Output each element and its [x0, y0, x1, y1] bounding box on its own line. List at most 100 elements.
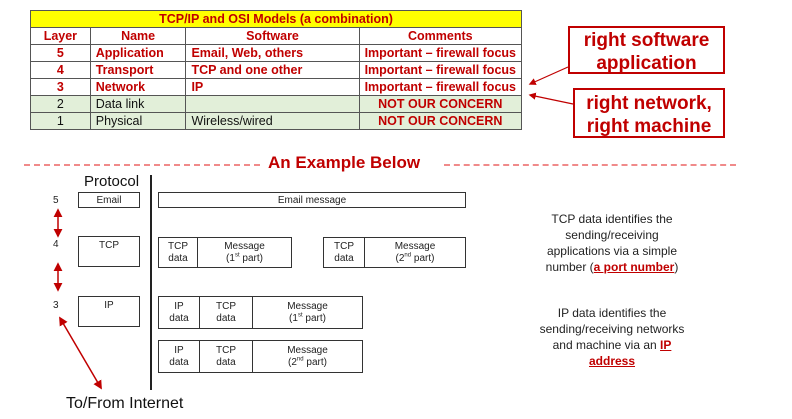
row-software: Email, Web, others — [185, 44, 360, 62]
part-label: part) — [302, 312, 326, 324]
row-layer: 5 — [30, 44, 91, 62]
part-ordinal: st — [234, 252, 240, 259]
row-comment: Important – firewall focus — [358, 78, 523, 96]
ip-label: IP — [174, 300, 184, 312]
row-software: Wireless/wired — [185, 112, 360, 130]
table-row: 2 Data link NOT OUR CONCERN — [30, 95, 523, 113]
ip-address-highlight: IP — [660, 338, 672, 352]
email-message-box: Email message — [158, 192, 466, 208]
note-line: sending/receiving networks — [539, 322, 685, 336]
message-label: Message — [287, 344, 328, 356]
message-cell: Message(1st part) — [198, 238, 291, 267]
note-line: ) — [674, 260, 679, 274]
note-line: applications via a simple — [546, 244, 678, 258]
message-label: Message — [287, 300, 328, 312]
example-title: An Example Below — [268, 153, 421, 172]
tcp-label: TCP — [216, 344, 236, 356]
part-label: (1 — [289, 312, 298, 324]
tcp-label: TCP — [168, 240, 188, 252]
note-line: TCP data identifies the — [551, 212, 673, 226]
callout-right-network: right network, right machine — [573, 88, 725, 138]
row-software: TCP and one other — [185, 61, 360, 79]
row-comment: Important – firewall focus — [358, 44, 523, 62]
callout-line: right software — [583, 30, 710, 51]
row-layer: 4 — [30, 61, 91, 79]
table-header-row: Layer Name Software Comments — [30, 27, 523, 45]
port-number-highlight: a port number — [593, 260, 675, 274]
part-label: part) — [303, 356, 327, 368]
callout-right-software: right software application — [568, 26, 725, 74]
row-layer: 3 — [30, 78, 91, 96]
callout-line: right network, — [586, 93, 712, 114]
table-title: TCP/IP and OSI Models (a combination) — [30, 10, 522, 28]
part-label: (2 — [288, 356, 297, 368]
divider-right — [444, 164, 736, 166]
cell-separator — [197, 238, 198, 267]
protocol-box-tcp: TCP — [78, 236, 140, 267]
protocol-name: TCP — [99, 240, 119, 251]
header-comments: Comments — [358, 27, 523, 45]
header-layer: Layer — [30, 27, 91, 45]
part-label: part) — [411, 252, 435, 264]
message-cell: Message(2nd part) — [253, 341, 362, 372]
layer-number: 5 — [53, 195, 59, 206]
internet-label: To/From Internet — [66, 395, 184, 412]
protocol-name: Email — [96, 194, 122, 206]
internet-arrow — [59, 316, 102, 390]
header-name: Name — [89, 27, 187, 45]
table-row: 3 Network IP Important – firewall focus — [30, 78, 523, 96]
note-line: IP data identifies the — [557, 306, 667, 320]
cell-separator — [199, 297, 200, 328]
cell-separator — [252, 341, 253, 372]
message-cell: Message(1st part) — [253, 297, 362, 328]
note-line: and machine via an — [552, 338, 661, 352]
message-cell: Message(2nd part) — [365, 238, 465, 267]
data-label: data — [168, 252, 188, 264]
protocol-box-email: Email — [78, 192, 140, 208]
part-ordinal: st — [297, 312, 303, 319]
ip-address-highlight: address — [588, 354, 636, 368]
part-label: part) — [239, 252, 263, 264]
cell-separator — [252, 297, 253, 328]
row-comment: NOT OUR CONCERN — [358, 112, 523, 130]
cell-separator — [364, 238, 365, 267]
callout-line: application — [596, 53, 697, 74]
tcp-label: TCP — [334, 240, 354, 252]
note-line: number ( — [545, 260, 594, 274]
data-label: data — [169, 356, 189, 368]
email-message-label: Email message — [277, 194, 347, 206]
protocol-name: IP — [104, 300, 114, 311]
data-label: data — [169, 312, 189, 324]
table-row: 4 Transport TCP and one other Important … — [30, 61, 523, 79]
data-label: data — [216, 356, 236, 368]
tcpip-osi-table: TCP/IP and OSI Models (a combination) La… — [30, 10, 523, 130]
message-label: Message — [394, 240, 436, 252]
cell-separator — [199, 341, 200, 372]
part-label: (1 — [226, 252, 235, 264]
row-name: Network — [89, 78, 187, 96]
callout-arrow-network — [528, 92, 574, 105]
table-row: 5 Application Email, Web, others Importa… — [30, 44, 523, 62]
row-comment: NOT OUR CONCERN — [358, 95, 523, 113]
callout-arrow-transport — [528, 66, 569, 85]
row-name: Physical — [89, 112, 187, 130]
part-label: (2 — [395, 252, 405, 264]
divider-left — [24, 164, 260, 166]
callout-line: right machine — [586, 116, 712, 137]
part-ordinal: nd — [404, 252, 412, 259]
tcp-label: TCP — [216, 300, 236, 312]
note-line: sending/receiving — [565, 228, 659, 242]
part-ordinal: nd — [296, 356, 304, 363]
row-name: Data link — [89, 95, 187, 113]
protocol-label: Protocol — [84, 173, 140, 190]
layer-number: 4 — [53, 239, 59, 250]
